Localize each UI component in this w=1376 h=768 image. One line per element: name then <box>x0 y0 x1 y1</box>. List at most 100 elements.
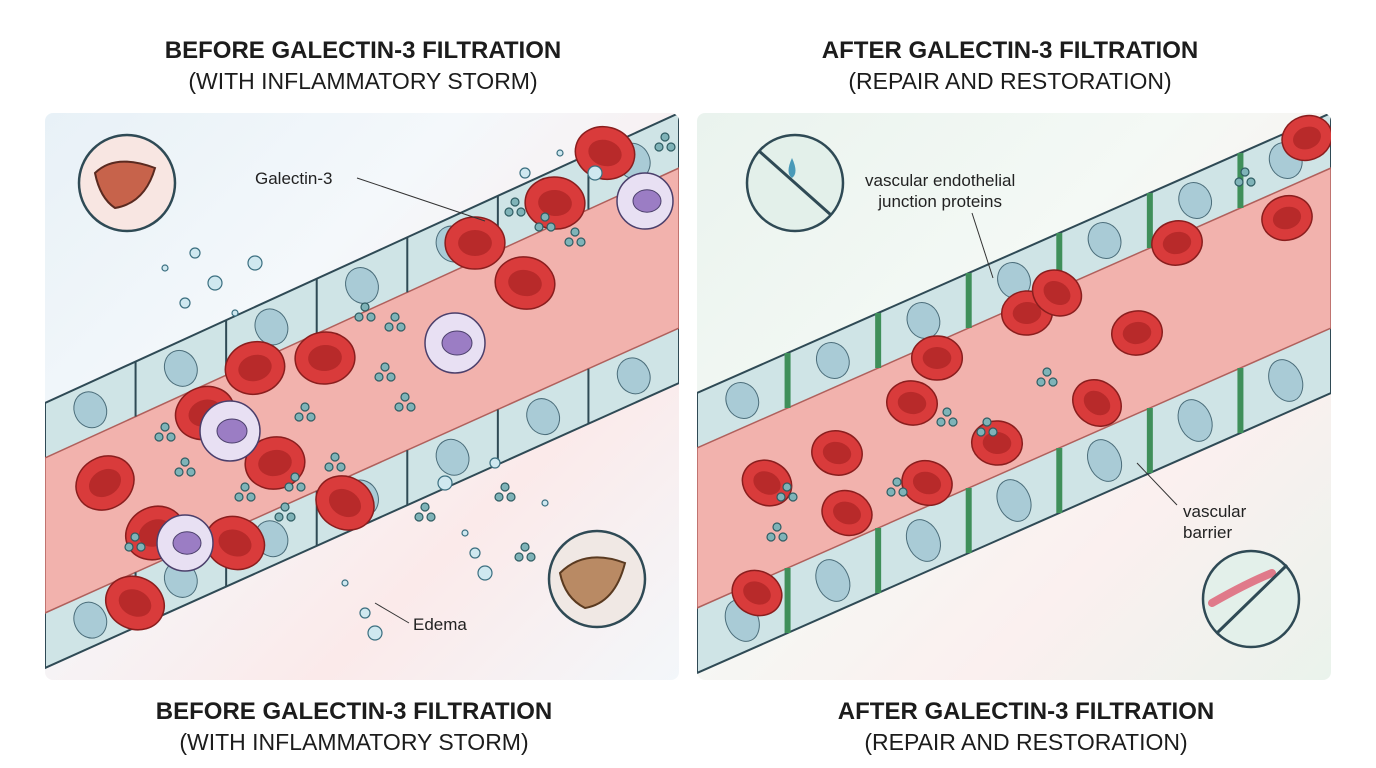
wbc-nucleus <box>172 531 202 555</box>
liver-shape <box>93 160 157 210</box>
galectin-subunit <box>330 452 340 462</box>
galectin-subunit <box>976 427 986 437</box>
rbc-center <box>833 501 861 525</box>
galectin-3-molecule <box>374 362 396 382</box>
rbc-center <box>328 488 362 518</box>
rbc-center <box>1272 206 1302 230</box>
galectin-subunit <box>396 322 406 332</box>
galectin-subunit <box>500 482 510 492</box>
red-blood-cell <box>524 176 586 230</box>
galectin-subunit <box>788 492 798 502</box>
galectin-subunit <box>234 492 244 502</box>
galectin-subunit <box>494 492 504 502</box>
title-line1: AFTER GALECTIN-3 FILTRATION <box>837 698 1215 725</box>
endothelial-nucleus <box>73 601 108 639</box>
galectin-subunit <box>166 432 176 442</box>
galectin-3-molecule <box>654 132 676 152</box>
galectin-3-molecule <box>414 502 436 522</box>
rbc-center <box>1293 126 1321 150</box>
galectin-subunit <box>772 522 782 532</box>
after-filtration-panel: vascular endothelial junction proteins v… <box>697 113 1331 680</box>
label-line2: barrier <box>1183 523 1233 542</box>
fluid-droplet <box>469 547 481 559</box>
red-blood-cell <box>731 569 783 617</box>
title-line2: (REPAIR AND RESTORATION) <box>848 68 1172 94</box>
endothelial-nucleus <box>1177 399 1213 442</box>
red-blood-cell <box>886 380 938 426</box>
galectin-subunit <box>286 512 296 522</box>
galectin-subunit <box>654 142 664 152</box>
galectin-subunit <box>380 362 390 372</box>
rbc-center <box>88 468 122 498</box>
galectin-3-molecule <box>976 417 998 437</box>
red-blood-cell <box>574 125 636 181</box>
red-blood-cell <box>1111 310 1163 356</box>
galectin-3-molecule <box>324 452 346 472</box>
endothelial-nucleus <box>815 342 850 379</box>
red-blood-cell <box>910 335 964 381</box>
red-blood-cell <box>204 515 266 571</box>
galectin-subunit <box>948 417 958 427</box>
galectin-subunit <box>504 207 514 217</box>
red-blood-cell <box>1072 379 1122 427</box>
rbc-center <box>538 189 572 217</box>
endothelial-nucleus <box>254 308 289 346</box>
galectin-subunit <box>1240 167 1250 177</box>
galectin-3-molecule <box>354 302 376 322</box>
galectin-3-molecule <box>776 482 798 502</box>
wbc-nucleus <box>441 330 473 356</box>
fluid-droplet <box>489 457 501 469</box>
galectin-subunit <box>506 492 516 502</box>
galectin-subunit <box>360 302 370 312</box>
rbc-center <box>588 139 622 167</box>
endothelial-nucleus <box>616 357 651 395</box>
rbc-center <box>238 354 272 382</box>
repaired-vessel-illustration <box>697 113 1331 675</box>
right-bottom-title: AFTER GALECTIN-3 FILTRATION (REPAIR AND … <box>726 697 1326 757</box>
fluid-droplet <box>231 309 239 317</box>
galectin-subunit <box>390 312 400 322</box>
galectin-subunit <box>540 212 550 222</box>
rbc-center <box>922 347 952 369</box>
red-blood-cell <box>75 455 135 511</box>
galectin-subunit <box>1246 177 1256 187</box>
galectin-subunit <box>130 532 140 542</box>
galectin-subunit <box>240 482 250 492</box>
red-blood-cell <box>1031 269 1083 317</box>
galectin-subunit <box>982 417 992 427</box>
label-line1: vascular <box>1183 502 1247 521</box>
bleeding-shape <box>1208 569 1276 607</box>
galectin-subunit <box>394 402 404 412</box>
endothelial-nucleus <box>1087 222 1122 259</box>
wbc-nucleus <box>632 189 662 213</box>
galectin-subunit <box>180 457 190 467</box>
galectin-3-molecule <box>294 402 316 422</box>
rbc-center <box>1012 301 1042 325</box>
fluid-droplet <box>161 264 169 272</box>
red-blood-cell <box>105 575 165 631</box>
galectin-3-molecule <box>886 477 908 497</box>
galectin-subunit <box>296 482 306 492</box>
galectin-subunit <box>426 512 436 522</box>
wbc-nucleus <box>216 418 248 444</box>
red-blood-cell <box>821 489 873 537</box>
rbc-center <box>308 344 342 372</box>
rbc-center <box>1162 231 1192 255</box>
galectin-subunit <box>280 502 290 512</box>
galectin-subunit <box>160 422 170 432</box>
galectin-3-molecule <box>284 472 306 492</box>
rbc-center <box>1083 390 1111 416</box>
galectin-3-molecule <box>514 542 536 562</box>
galectin-subunit <box>510 197 520 207</box>
galectin-3-molecule <box>564 227 586 247</box>
rbc-center <box>897 391 927 415</box>
rbc-center <box>982 431 1012 455</box>
red-blood-cell <box>901 459 953 507</box>
galectin-subunit <box>666 142 676 152</box>
galectin-subunit <box>246 492 256 502</box>
endothelial-nucleus <box>1178 182 1213 219</box>
galectin-subunit <box>520 542 530 552</box>
rbc-center <box>458 230 492 256</box>
galectin-subunit <box>124 542 134 552</box>
fluid-droplet <box>587 165 603 181</box>
